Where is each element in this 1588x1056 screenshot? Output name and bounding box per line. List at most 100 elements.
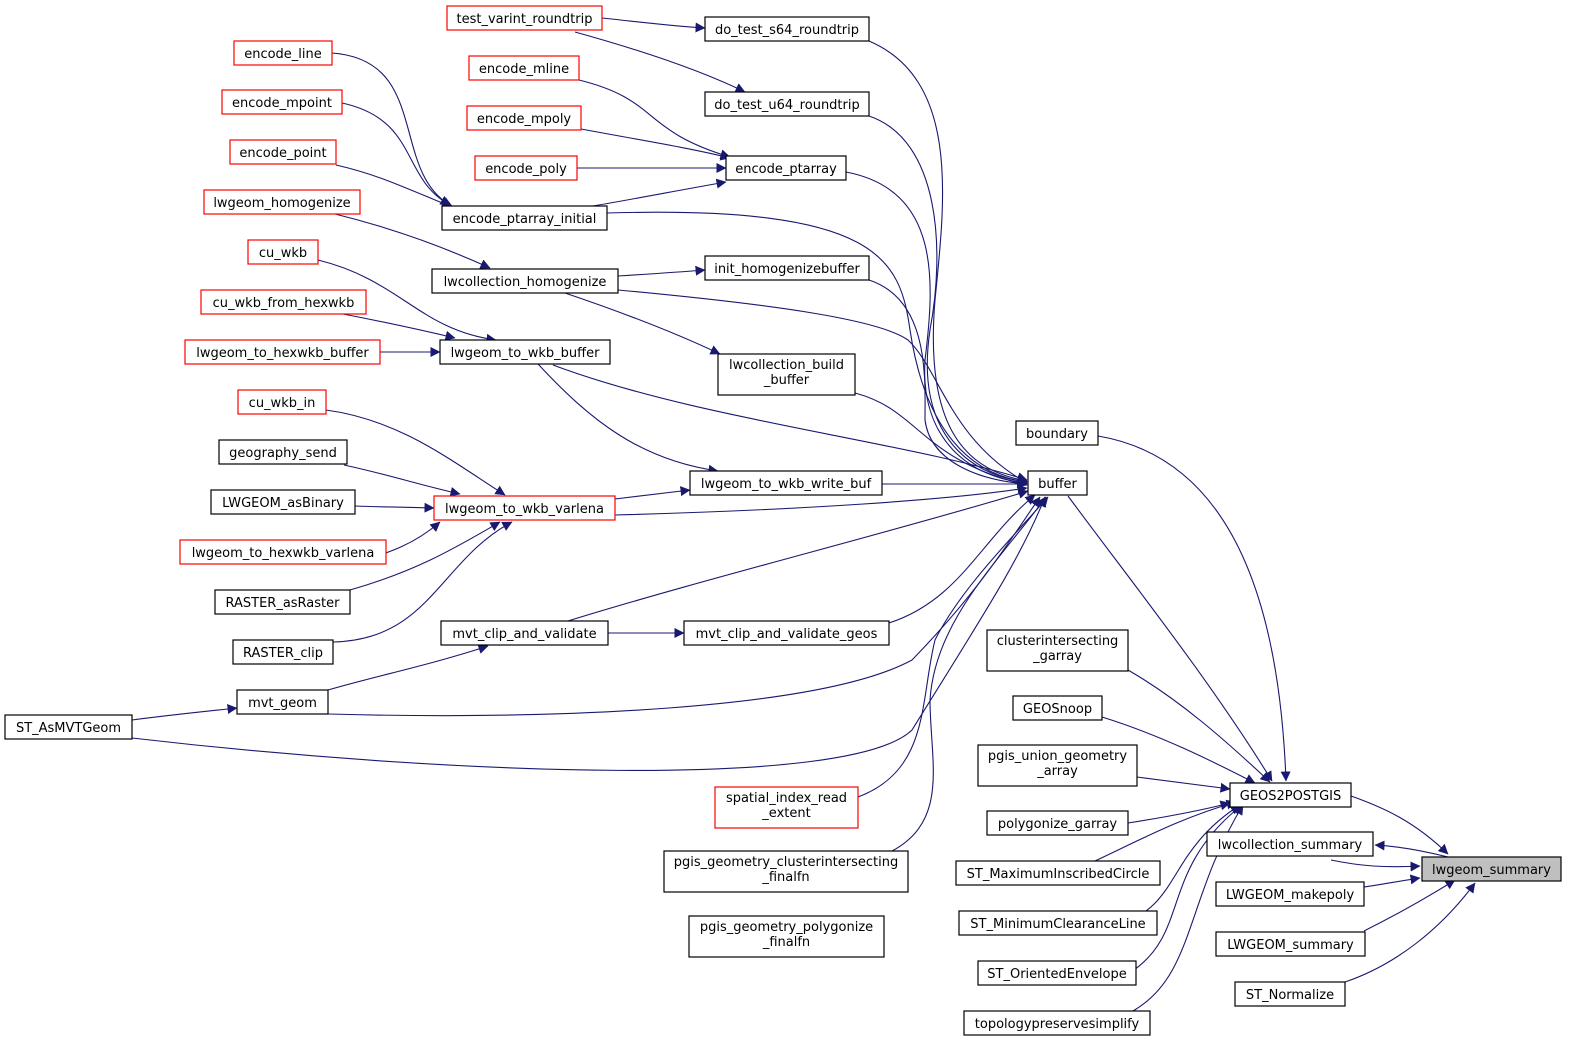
node-box [1229,782,1352,808]
node-st-maximuminscribedcircle[interactable]: ST_MaximumInscribedCircle [955,860,1161,886]
node-label: pgis_union_geometry [988,749,1127,764]
node-lwcollection-summary[interactable]: lwcollection_summary [1206,831,1374,857]
node-label: LWGEOM_makepoly [1226,888,1355,903]
node-lwgeom-homogenize[interactable]: lwgeom_homogenize [203,189,361,215]
node-label: GEOS2POSTGIS [1240,789,1341,804]
call-edge [567,488,1029,622]
node-label: geography_send [229,446,337,461]
node-label: ST_MinimumClearanceLine [970,917,1145,932]
node-do-test-u64-roundtrip[interactable]: do_test_u64_roundtrip [704,91,870,117]
node-label: encode_line [244,47,322,62]
call-edge [342,313,456,341]
node-geos2postgis[interactable]: GEOS2POSTGIS [1229,782,1352,808]
node-box [247,239,319,265]
node-clusterintersecting-garray[interactable]: clusterintersecting_garray [986,629,1129,672]
node-label: lwgeom_homogenize [213,196,350,211]
node-label: encode_ptarray_initial [453,212,597,227]
node-lwgeom-to-wkb-write-buf[interactable]: lwgeom_to_wkb_write_buf [689,470,883,496]
call-edge [1067,495,1273,782]
node-st-normalize[interactable]: ST_Normalize [1234,981,1346,1007]
node-raster-asraster[interactable]: RASTER_asRaster [214,589,351,615]
node-lwgeom-to-wkb-varlena[interactable]: lwgeom_to_wkb_varlena [433,495,616,521]
node-init-homogenizebuffer[interactable]: init_homogenizebuffer [704,255,870,281]
call-edge [891,496,1047,852]
node-pgis-geometry-clusterintersecting-finalfn[interactable]: pgis_geometry_clusterintersecting_finalf… [663,850,909,893]
node-label: lwcollection_homogenize [444,275,607,290]
node-lwcollection-build-buffer[interactable]: lwcollection_build_buffer [717,353,856,396]
node-lwgeom-to-hexwkb-varlena[interactable]: lwgeom_to_hexwkb_varlena [179,539,387,565]
call-edge [888,494,1036,624]
node-mvt-geom[interactable]: mvt_geom [236,689,329,715]
node-box [468,55,580,81]
node-encode-line[interactable]: encode_line [233,40,333,66]
node-lwgeom-summary[interactable]: LWGEOM_summary [1215,931,1366,957]
call-edge [614,484,1028,516]
node-box [986,629,1129,672]
call-edge [1127,800,1231,824]
call-edge [334,213,491,269]
node-pgis-union-geometry-array[interactable]: pgis_union_geometry_array [977,744,1138,787]
call-edge [601,17,706,33]
node-lwcollection-homogenize[interactable]: lwcollection_homogenize [431,268,619,294]
node-box [218,439,348,465]
node-box [179,539,387,565]
node-label: cu_wkb [259,246,307,261]
node-encode-ptarray-initial[interactable]: encode_ptarray_initial [441,205,608,231]
node-label: lwgeom_to_wkb_varlena [445,502,604,517]
node-encode-point[interactable]: encode_point [229,139,337,165]
node-geography-send[interactable]: geography_send [218,439,348,465]
node-label: encode_mpoly [477,112,572,127]
node-box [1215,881,1365,907]
call-edge [1133,804,1243,971]
node-label: _finalfn [761,870,809,885]
call-edge [854,392,1028,488]
node-lwgeom-asbinary[interactable]: LWGEOM_asBinary [210,489,356,515]
node-label: test_varint_roundtrip [457,12,593,27]
node-cu-wkb-in[interactable]: cu_wkb_in [237,389,327,415]
node-box [232,639,334,665]
node-boundary[interactable]: boundary [1015,420,1099,446]
node-box [977,960,1137,986]
node-encode-mpoly[interactable]: encode_mpoly [466,105,582,131]
node-label: cu_wkb_in [249,396,316,411]
call-edge [614,486,691,500]
node-box [431,268,619,294]
node-topologypreservesimplify[interactable]: topologypreservesimplify [963,1010,1151,1036]
node-cu-wkb[interactable]: cu_wkb [247,239,319,265]
node-lwgeom-makepoly[interactable]: LWGEOM_makepoly [1215,881,1365,907]
node-geosnoop[interactable]: GEOSnoop [1012,695,1103,721]
node-mvt-clip-and-validate-geos[interactable]: mvt_clip_and_validate_geos [683,620,890,646]
call-edge [564,292,721,355]
node-box [704,91,870,117]
node-lwgeom-to-wkb-buffer[interactable]: lwgeom_to_wkb_buffer [439,339,611,365]
node-encode-mpoint[interactable]: encode_mpoint [221,89,343,115]
node-do-test-s64-roundtrip[interactable]: do_test_s64_roundtrip [704,16,870,42]
node-box [236,689,329,715]
node-test-varint-roundtrip[interactable]: test_varint_roundtrip [446,5,603,31]
node-label: encode_ptarray [735,162,837,177]
node-polygonize-garray[interactable]: polygonize_garray [986,810,1129,836]
node-lwgeom-summary[interactable]: lwgeom_summary [1421,856,1562,882]
node-st-asmvtgeom[interactable]: ST_AsMVTGeom [4,714,133,740]
node-label: polygonize_garray [998,817,1118,832]
node-encode-ptarray[interactable]: encode_ptarray [725,155,847,181]
node-cu-wkb-from-hexwkb[interactable]: cu_wkb_from_hexwkb [200,289,367,315]
call-edge [868,40,1028,485]
node-encode-poly[interactable]: encode_poly [474,155,578,181]
node-pgis-geometry-polygonize-finalfn[interactable]: pgis_geometry_polygonize_finalfn [688,915,885,958]
node-label: topologypreservesimplify [975,1017,1140,1032]
node-st-orientedenvelope[interactable]: ST_OrientedEnvelope [977,960,1137,986]
node-box [688,915,885,958]
node-label: RASTER_clip [243,646,323,661]
node-encode-mline[interactable]: encode_mline [468,55,580,81]
node-lwgeom-to-hexwkb-buffer[interactable]: lwgeom_to_hexwkb_buffer [184,339,381,365]
node-label: lwgeom_to_wkb_write_buf [701,477,872,492]
node-box [725,155,847,181]
node-label: pgis_geometry_polygonize [700,920,873,935]
node-mvt-clip-and-validate[interactable]: mvt_clip_and_validate [440,620,609,646]
node-buffer[interactable]: buffer [1027,470,1088,496]
node-spatial-index-read-extent[interactable]: spatial_index_read_extent [714,786,859,829]
node-box [963,1010,1151,1036]
node-raster-clip[interactable]: RASTER_clip [232,639,334,665]
node-st-minimumclearanceline[interactable]: ST_MinimumClearanceLine [958,910,1158,936]
